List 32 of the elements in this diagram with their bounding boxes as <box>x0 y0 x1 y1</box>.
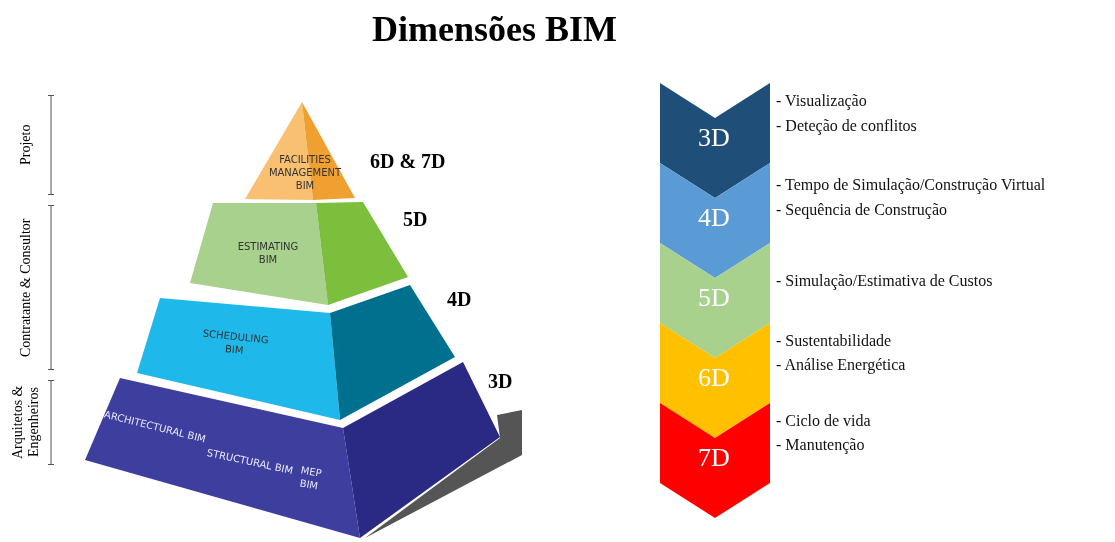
description-text: - Ciclo de vida <box>776 412 871 430</box>
description-text: - Tempo de Simulação/Construção Virtual <box>776 176 1046 194</box>
chevron-shape <box>660 83 770 198</box>
chevron-shape <box>660 163 770 278</box>
description-text: - Análise Energética <box>776 356 906 374</box>
tier-label: FACILITIES MANAGEMENT BIM <box>267 153 343 192</box>
tier-label: MEP BIM <box>297 463 324 494</box>
chevron-label: 6D <box>698 363 730 393</box>
chevron-shape <box>660 323 770 438</box>
group-label: Contratante & Consultor <box>17 217 34 359</box>
description-text: - Simulação/Estimativa de Custos <box>776 272 993 290</box>
chevron-label: 4D <box>698 203 730 233</box>
title: Dimensões BIM <box>372 8 617 50</box>
chevron-label: 7D <box>698 443 730 473</box>
description-text: - Sustentabilidade <box>776 332 892 350</box>
description-text: - Sequência de Construção <box>776 201 948 219</box>
tier-label: ESTIMATING BIM <box>236 240 300 266</box>
tier-label: SCHEDULING BIM <box>201 326 271 358</box>
chevron-label: 3D <box>698 123 730 153</box>
chevron-shape <box>660 403 770 518</box>
pyramid-tier <box>245 102 355 200</box>
description-text: - Deteção de conflitos <box>776 117 917 135</box>
description-text: - Manutenção <box>776 436 865 454</box>
chevron-shape <box>660 243 770 358</box>
dimension-label: 4D <box>447 288 472 311</box>
chevron-label: 5D <box>698 283 730 313</box>
description-text: - Visualização <box>776 92 867 110</box>
group-label: Projeto <box>17 123 34 168</box>
dimension-label: 5D <box>403 208 428 231</box>
dimension-label: 6D & 7D <box>370 150 446 173</box>
dimension-label: 3D <box>488 370 513 393</box>
group-label: Arquitetos & Engenheiros <box>9 384 42 462</box>
